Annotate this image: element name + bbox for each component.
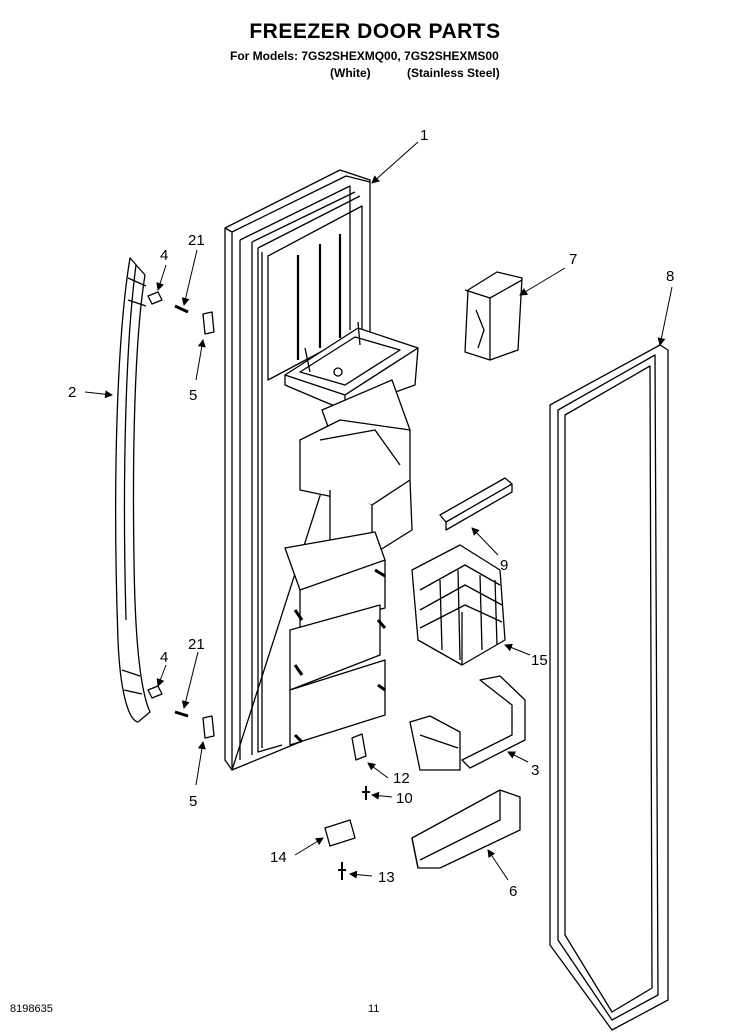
callout-5-bottom: 5 bbox=[189, 793, 197, 810]
door-bin-part bbox=[411, 789, 521, 869]
callout-5-top: 5 bbox=[189, 387, 197, 404]
page-title: FREEZER DOOR PARTS bbox=[249, 20, 501, 43]
callout-8: 8 bbox=[666, 268, 674, 285]
callout-21-top: 21 bbox=[188, 232, 205, 249]
callout-4-bottom: 4 bbox=[160, 649, 168, 666]
callout-10: 10 bbox=[396, 790, 413, 807]
leader-arrows bbox=[84, 141, 673, 881]
callout-1: 1 bbox=[420, 127, 428, 144]
trim-strip-part bbox=[439, 477, 513, 531]
callout-9: 9 bbox=[500, 557, 508, 574]
variant-white-label: (White) bbox=[330, 66, 371, 80]
document-number: 8198635 bbox=[10, 1003, 53, 1015]
variant-stainless-label: (Stainless Steel) bbox=[407, 66, 500, 80]
ice-basket-part bbox=[411, 544, 506, 666]
bin-bracket-part bbox=[409, 675, 526, 771]
top-hinge-hardware bbox=[147, 291, 215, 739]
callout-13: 13 bbox=[378, 869, 395, 886]
callout-3: 3 bbox=[531, 762, 539, 779]
filter-module-part bbox=[464, 271, 523, 361]
handle-part bbox=[115, 257, 151, 723]
models-line: For Models: 7GS2SHEXMQ00, 7GS2SHEXMS00 bbox=[230, 49, 499, 63]
bottom-hinge-hardware bbox=[324, 733, 370, 880]
callout-12: 12 bbox=[393, 770, 410, 787]
door-gasket-part bbox=[549, 344, 669, 1031]
callout-15: 15 bbox=[531, 652, 548, 669]
callout-6: 6 bbox=[509, 883, 517, 900]
callout-14: 14 bbox=[270, 849, 287, 866]
callout-2: 2 bbox=[68, 384, 76, 401]
callout-labels: 1 2 3 4 4 5 5 6 7 8 9 10 12 13 14 15 21 … bbox=[68, 127, 674, 900]
callout-7: 7 bbox=[569, 251, 577, 268]
door-liner-part bbox=[224, 169, 419, 771]
page-number: 11 bbox=[368, 1003, 380, 1015]
callout-4-top: 4 bbox=[160, 247, 168, 264]
callout-21-bottom: 21 bbox=[188, 636, 205, 653]
